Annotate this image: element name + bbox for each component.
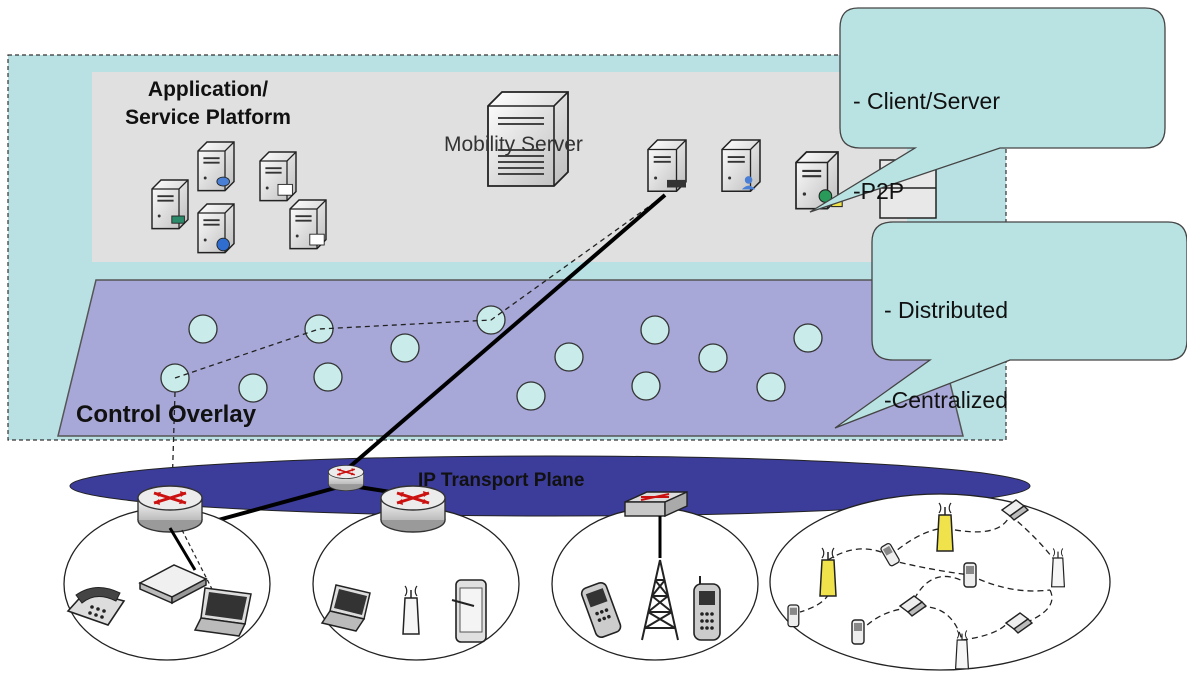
control-overlay-plane [57,279,964,437]
overlay-node [313,362,343,392]
platform-label-line2: Service Platform [125,106,291,129]
mobility-server-icon [487,91,569,187]
pda-icon [451,579,487,643]
callout-client-server: - Client/Server [853,88,1000,114]
callout-p2p: -P2P [853,178,905,204]
file-server-icon [259,151,297,202]
overlay-node [756,372,786,402]
overlay-node [390,333,420,363]
mobile-phone-icon [787,604,800,628]
callout-centralized: -Centralized [884,387,1008,413]
database-server-icon [151,179,189,230]
overlay-node [238,373,268,403]
control-overlay-label: Control Overlay [76,401,257,428]
overlay-node [554,342,584,372]
directory-server-icon [647,139,687,193]
globe-server-icon [197,203,235,254]
router-laptop-dashed [181,529,216,596]
small-router-icon [327,464,365,492]
mobile-phone-icon [851,619,865,645]
router-icon [136,484,204,534]
user-server-icon [721,139,761,193]
cell-tower-icon [641,559,679,641]
switch-icon [624,490,688,518]
mobile-phone-icon [693,576,721,641]
mobile-phone-icon [963,562,977,588]
control-path-dashed [174,194,666,379]
platform-label: Application/ Service Platform [108,76,308,132]
overlay-node [304,314,334,344]
router-icon [379,484,447,534]
overlay-node [516,381,546,411]
router-modem-link [168,527,197,571]
overlay-nodes [160,305,823,411]
print-server-icon [289,199,327,250]
overlay-node [188,314,218,344]
mobility-server-label: Mobility Server [444,133,583,156]
laptop-icon [193,587,252,637]
overlay-node [631,371,661,401]
callout-distributed: - Distributed [884,297,1008,323]
transport-plane-label: IP Transport Plane [418,470,585,491]
callout-server-models [809,7,1166,213]
ip-transport-plane [69,455,1031,517]
callout-control-models-text: - Distributed -Centralized [884,235,1008,445]
overlay-node [698,343,728,373]
modem-icon [138,564,208,605]
platform-label-line1: Application/ [147,78,269,101]
laptop-icon [320,584,371,632]
phone-icon [66,587,126,626]
mail-server-icon [197,141,235,192]
callout-server-models-text: - Client/Server -P2P [853,26,1000,236]
mobile-phone-icon [580,581,622,638]
overlay-node [793,323,823,353]
callout-control-models [834,221,1187,429]
overlay-node [640,315,670,345]
